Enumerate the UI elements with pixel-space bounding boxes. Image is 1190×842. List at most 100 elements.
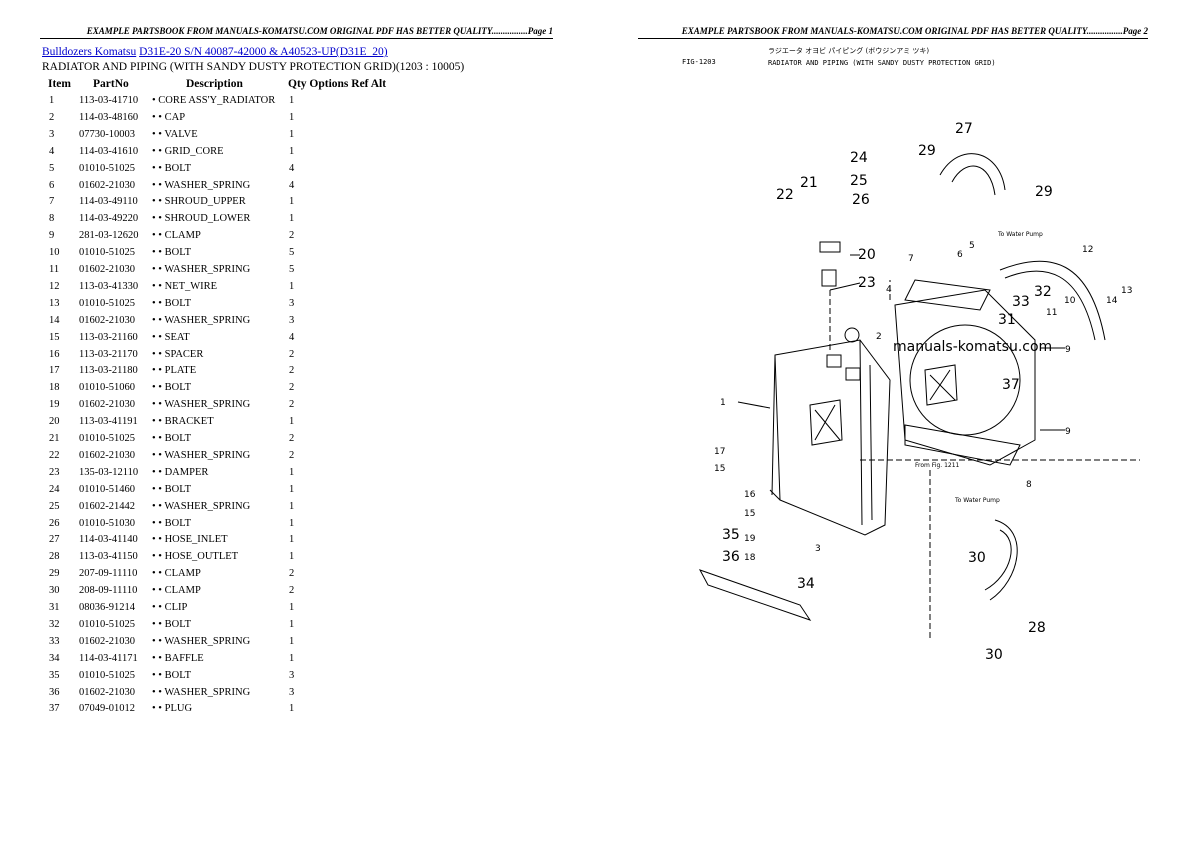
cell-item: 12 [49, 280, 60, 292]
cell-desc: • • WASHER_SPRING [152, 399, 251, 411]
cell-qty: 1 [289, 602, 295, 613]
callout-19: 19 [744, 534, 756, 544]
cell-part: 01010-51025 [79, 669, 135, 681]
cell-part: 07730-10003 [79, 128, 135, 140]
cell-qty: 2 [289, 348, 295, 360]
cell-desc: • • WASHER_SPRING [152, 314, 251, 326]
fig-number: FIG-1203 [682, 58, 716, 66]
callout-6: 6 [957, 250, 963, 260]
cell-part: 207-09-11110 [79, 568, 138, 580]
cell-desc: • • WASHER_SPRING [152, 500, 251, 512]
breadcrumb-link-bulldozers[interactable]: Bulldozers Komatsu [42, 46, 137, 58]
column-header-description: Description [186, 78, 243, 90]
watermark: manuals-komatsu.com [893, 339, 1052, 355]
cell-part: 01602-21030 [79, 399, 135, 411]
cell-qty: 4 [289, 331, 295, 343]
cell-desc: • • BOLT [152, 162, 192, 174]
breadcrumb-link-model[interactable]: D31E-20 S/N 40087-42000 & A40523-UP(D31E… [139, 46, 388, 58]
callout-23: 23 [858, 275, 876, 291]
cell-qty: 1 [289, 196, 295, 208]
cell-item: 14 [49, 314, 60, 326]
from-fig-label: From Fig. 1211 [915, 462, 960, 469]
cell-item: 31 [49, 602, 60, 613]
callout-26: 26 [852, 192, 870, 208]
cell-part: 01010-51030 [79, 517, 135, 529]
cell-part: 113-03-41330 [79, 280, 139, 292]
cell-desc: • • HOSE_INLET [152, 534, 228, 546]
cell-qty: 3 [289, 314, 295, 326]
to-water-pump-label-2: To Water Pump [954, 497, 1000, 504]
callout-8: 8 [1026, 480, 1032, 490]
callout-35: 35 [722, 527, 740, 543]
callout-12: 12 [1082, 245, 1093, 255]
cell-part: 01010-51025 [79, 297, 135, 309]
cell-qty: 1 [289, 128, 295, 140]
cell-qty: 1 [289, 534, 295, 546]
cell-desc: • • BRACKET [152, 416, 214, 428]
cell-item: 33 [49, 635, 60, 647]
cell-part: 113-03-41191 [79, 416, 138, 428]
callout-14: 14 [1106, 296, 1118, 306]
cell-part: 01010-51025 [79, 618, 135, 630]
cell-desc: • • BOLT [152, 297, 192, 309]
cell-qty: 2 [289, 449, 295, 461]
callout-4: 4 [886, 285, 892, 295]
cell-desc: • • WASHER_SPRING [152, 686, 251, 698]
cell-item: 5 [49, 162, 55, 174]
cell-qty: 1 [289, 618, 295, 630]
cell-qty: 5 [289, 247, 295, 259]
cell-qty: 2 [289, 433, 295, 444]
cell-part: 208-09-11110 [79, 585, 138, 597]
cell-item: 15 [49, 331, 60, 343]
callout-24: 24 [850, 150, 868, 166]
cell-part: 01602-21030 [79, 635, 135, 647]
callout-20: 20 [858, 247, 876, 263]
cell-item: 11 [49, 264, 60, 275]
fig-title-jp: ラジエータ オヨビ パイピング (ボウジンアミ ツキ) [768, 46, 929, 55]
cell-part: 113-03-21160 [79, 331, 138, 343]
cell-item: 37 [49, 703, 60, 715]
callout-18: 18 [744, 553, 756, 563]
cell-part: 01602-21030 [79, 314, 135, 326]
cell-item: 1 [49, 95, 55, 106]
parts-diagram: ラジエータ オヨビ パイピング (ボウジンアミ ツキ) FIG-1203 RAD… [682, 46, 1140, 663]
cell-part: 113-03-21170 [79, 348, 138, 360]
cell-item: 10 [49, 247, 60, 259]
cell-item: 21 [49, 433, 60, 444]
callout-37: 37 [1002, 377, 1020, 393]
cell-qty: 5 [289, 264, 295, 275]
callout-9: 9 [1065, 345, 1071, 355]
cell-part: 114-03-41610 [79, 145, 139, 157]
cell-item: 18 [49, 382, 60, 394]
breadcrumb: Bulldozers Komatsu D31E-20 S/N 40087-420… [42, 46, 388, 58]
cell-qty: 1 [289, 95, 295, 106]
diagram-drawing [698, 153, 1140, 640]
cell-desc: • • WASHER_SPRING [152, 264, 251, 275]
cell-desc: • • CLAMP [152, 585, 201, 597]
cell-qty: 1 [289, 466, 295, 478]
cell-desc: • • BOLT [152, 247, 192, 259]
cell-desc: • • CLIP [152, 602, 188, 613]
cell-qty: 1 [289, 483, 295, 495]
cell-desc: • • GRID_CORE [152, 145, 224, 157]
cell-qty: 1 [289, 280, 295, 292]
callout-31: 31 [998, 312, 1016, 328]
callout-5: 5 [969, 241, 975, 251]
cell-desc: • • BOLT [152, 669, 192, 681]
cell-part: 114-03-49110 [79, 196, 138, 208]
cell-part: 01602-21030 [79, 686, 135, 698]
